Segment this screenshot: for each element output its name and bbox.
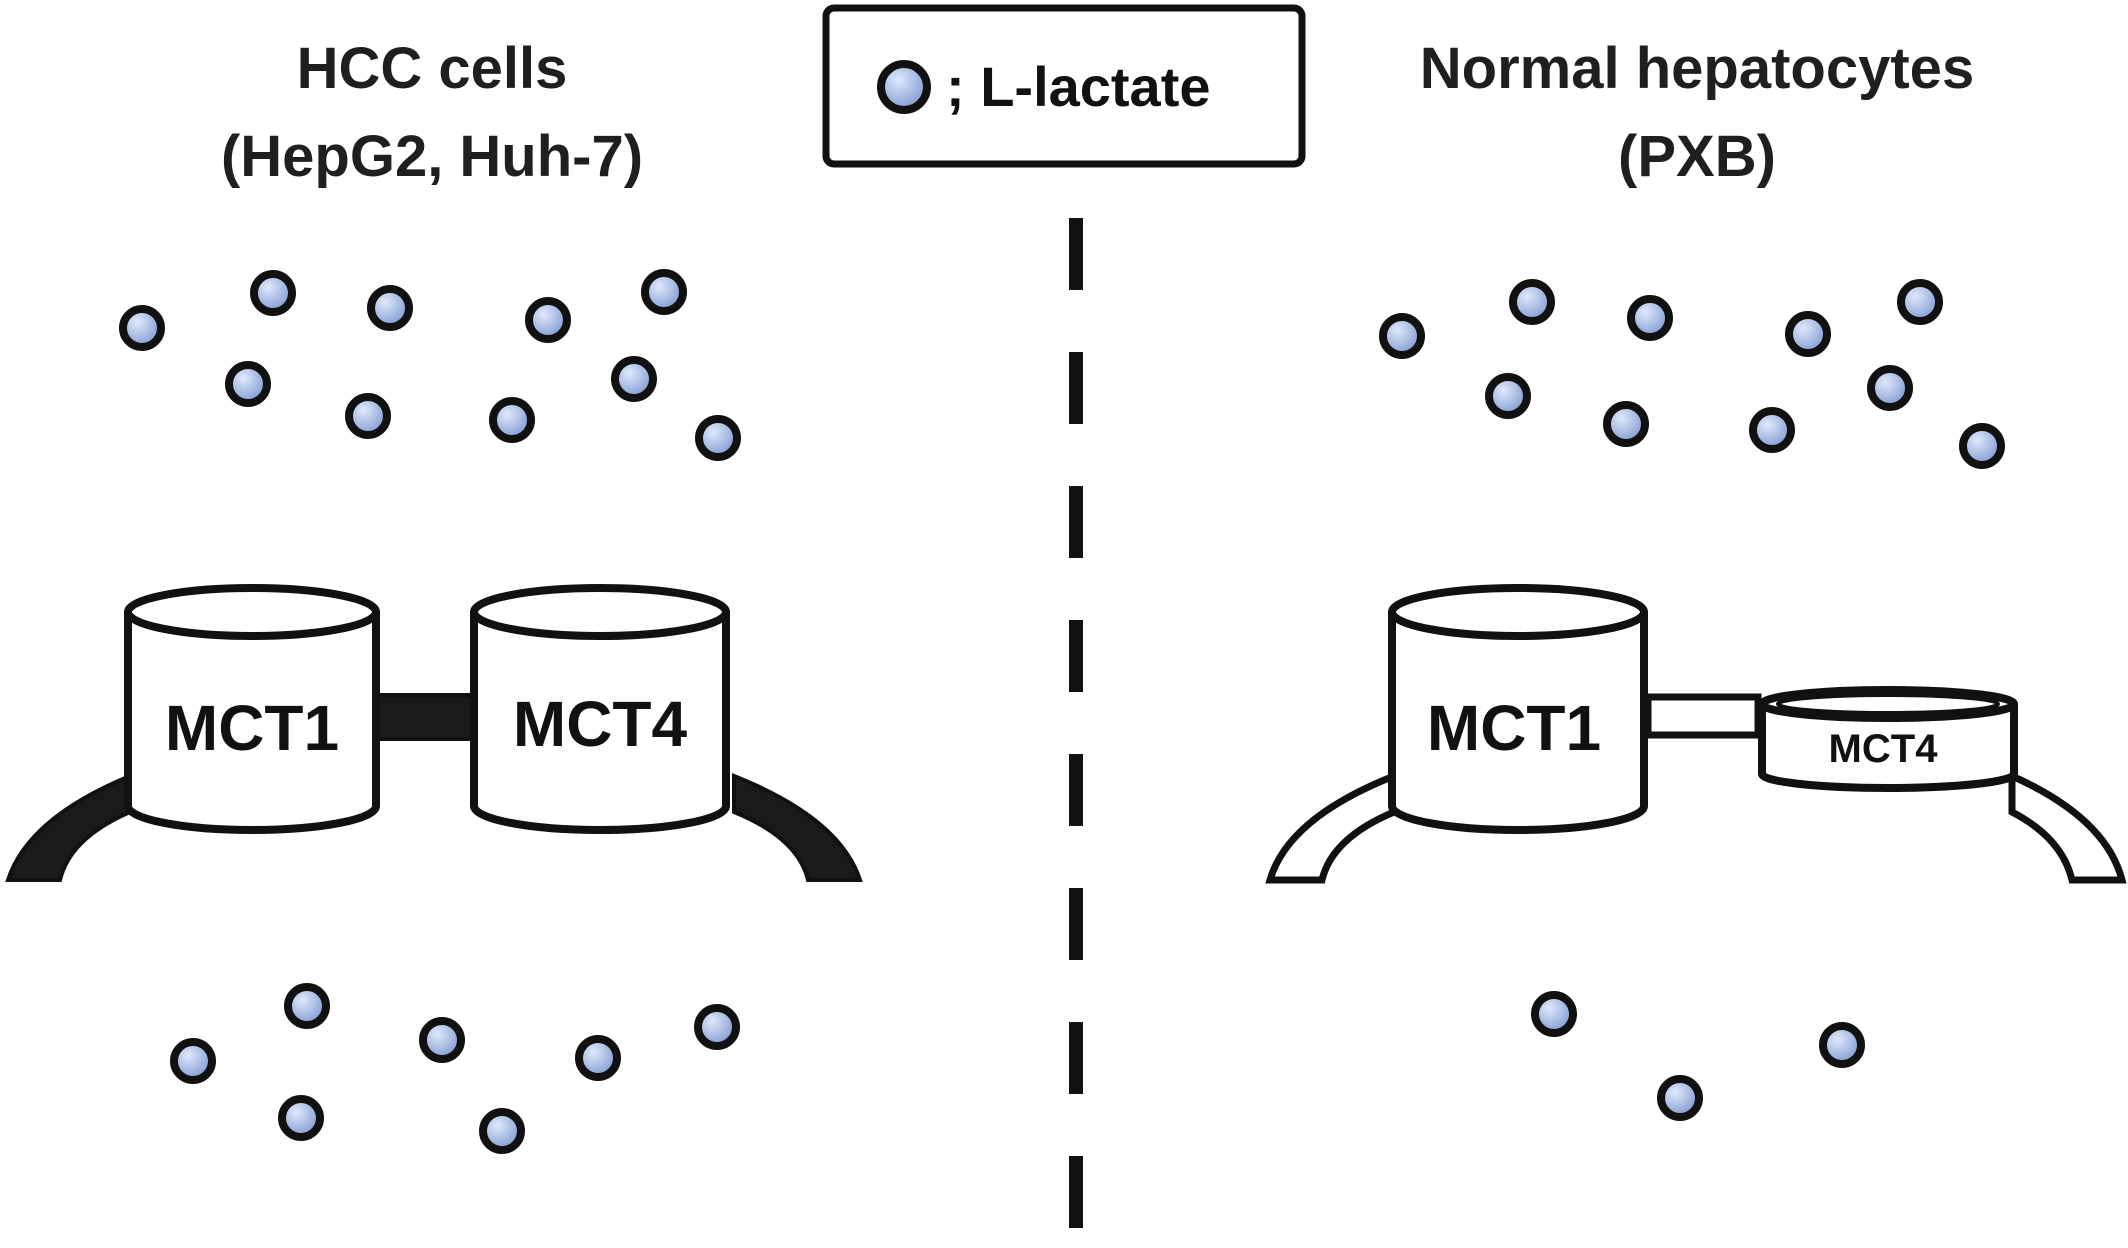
normal-mct1-label: MCT1 [1427,692,1601,764]
hcc-mct4-transporter: MCT4 [470,584,730,834]
normal-mct1-transporter: MCT1 [1388,584,1648,834]
lactate-molecule-icon [1867,365,1913,411]
hcc-intracellular-lactate [170,983,740,1154]
normal-title-line2: (PXB) [1618,124,1776,189]
lactate-molecule-icon [1657,1075,1703,1121]
normal-mct4-label: MCT4 [1829,727,1939,771]
lactate-molecule-icon [525,297,571,343]
lactate-molecule-icon [284,983,330,1029]
normal-title-line1: Normal hepatocytes [1420,36,1974,101]
legend-box: ; L-lactate [822,4,1306,168]
lactate-molecule-icon [278,1095,324,1141]
lactate-molecule-icon [345,393,391,439]
lactate-molecule-icon [1819,1022,1865,1068]
normal-intracellular-lactate [1531,991,1865,1121]
lactate-molecule-icon [611,356,657,402]
hcc-mct1-transporter: MCT1 [124,584,380,834]
lactate-molecule-icon [367,285,413,331]
lactate-molecule-icon [489,397,535,443]
lactate-molecule-icon [225,361,271,407]
lactate-molecule-icon [1485,373,1531,419]
lactate-molecule-icon [695,415,741,461]
lactate-molecule-icon [250,270,296,316]
hcc-mct4-label: MCT4 [513,688,688,760]
legend-label: ; L-lactate [946,55,1211,118]
lactate-molecule-icon [1897,279,1943,325]
lactate-molecule-icon [1603,401,1649,447]
lactate-molecule-icon [1785,311,1831,357]
hcc-title-line1: HCC cells [297,36,568,101]
lactate-molecule-icon [1627,295,1673,341]
normal-mct4-transporter: MCT4 [1758,686,2018,792]
hcc-title-line2: (HepG2, Huh-7) [221,124,643,189]
lactate-molecule-icon [479,1108,525,1154]
lactate-molecule-icon [641,269,687,315]
hcc-mct1-label: MCT1 [165,692,339,764]
hcc-extracellular-lactate [119,269,741,461]
lactate-molecule-icon [419,1017,465,1063]
normal-extracellular-lactate [1379,279,2005,469]
lactate-molecule-icon [1749,407,1795,453]
lactate-molecule-icon [170,1038,216,1084]
lactate-molecule-icon [1531,991,1577,1037]
legend-lactate-icon [877,60,931,114]
normal-membrane [1265,693,2127,884]
lactate-molecule-icon [119,305,165,351]
lactate-molecule-icon [1509,279,1555,325]
lactate-molecule-icon [575,1035,621,1081]
lactate-molecule-icon [1959,423,2005,469]
lactate-molecules [119,269,2005,1154]
lactate-molecule-icon [1379,313,1425,359]
lactate-molecule-icon [694,1004,740,1050]
